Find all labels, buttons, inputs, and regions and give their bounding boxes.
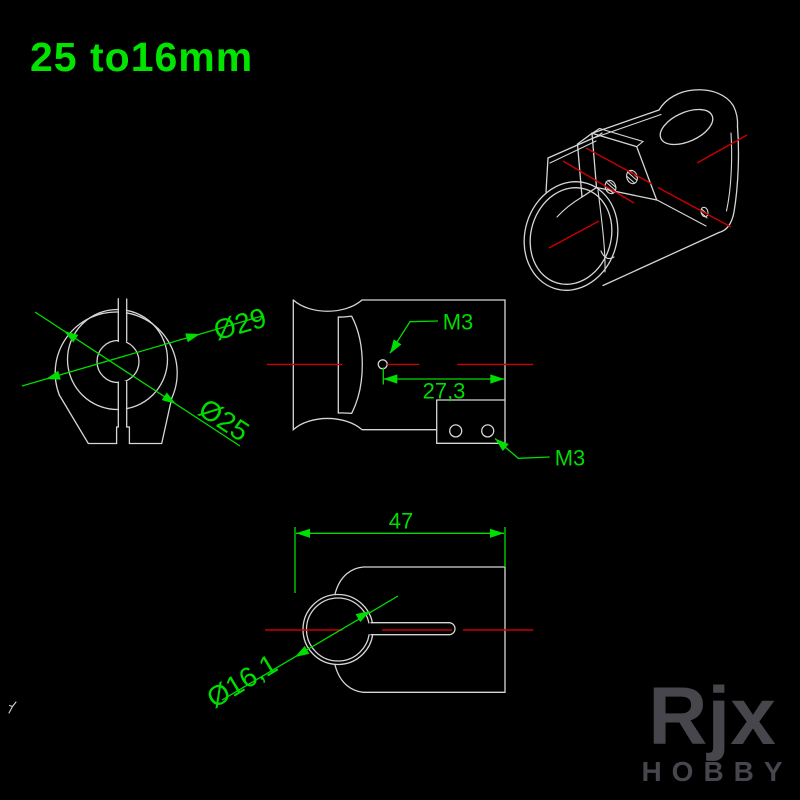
arrowhead	[490, 528, 504, 538]
drawing-title: 25 to16mm	[30, 34, 254, 80]
brand-logo: Rjx HOBBY	[632, 670, 792, 788]
arrowhead	[46, 370, 61, 380]
dim-hole-offset-label: 27,3	[423, 379, 466, 404]
dim-top-screw-label: M3	[443, 310, 474, 335]
arrowhead	[355, 611, 370, 623]
socket-bore-opening	[659, 108, 714, 146]
mount-hole-1	[449, 424, 463, 438]
brand-logo-subtitle: HOBBY	[641, 756, 793, 787]
dim-tube-bore-label: Ø16,1	[201, 648, 282, 714]
corner-artifact-mark	[8, 701, 17, 714]
view-front: Ø29 Ø25	[21, 294, 270, 448]
dim-line-hole-offset	[382, 367, 505, 385]
clamp-screw-hole-2	[625, 169, 639, 185]
centerline	[696, 134, 748, 164]
dim-overall-length-label: 47	[389, 509, 413, 534]
dim-outer-diameter-label: Ø29	[210, 302, 269, 346]
clamp-bore-outer-edge	[523, 181, 619, 291]
dim-bottom-screw-label: M3	[555, 446, 586, 471]
dim-line-overall-length	[294, 527, 506, 593]
brand-logo-text: Rjx	[648, 670, 776, 762]
arrowhead	[390, 339, 402, 354]
dim-line-tube-bore	[221, 595, 399, 701]
centerline	[548, 220, 600, 249]
view-bottom: 47 Ø16,1	[201, 509, 534, 714]
mount-hole-2	[481, 424, 495, 438]
view-3d-isometric	[523, 89, 748, 291]
centerline	[657, 186, 732, 228]
arrowhead	[161, 392, 176, 404]
clamp-bore-inner-edge	[529, 187, 613, 285]
clamp-screw-hole	[377, 359, 388, 370]
centerline	[585, 147, 653, 185]
centerline	[562, 160, 635, 204]
view-side: M3 27,3 M3	[266, 299, 586, 471]
arrowhead	[296, 528, 310, 538]
arrowhead	[383, 374, 398, 384]
dim-bore-diameter-label: Ø25	[193, 393, 254, 448]
dim-line-outer-diameter	[21, 315, 263, 387]
bore-circle	[66, 308, 169, 411]
arrowhead	[295, 645, 310, 657]
arrowhead	[495, 438, 509, 452]
arrowhead	[490, 374, 505, 384]
screw-block	[591, 132, 658, 201]
arrowhead	[64, 331, 79, 343]
clamp-slot	[370, 622, 456, 636]
arrowhead	[185, 333, 200, 343]
leader-line	[389, 320, 439, 354]
